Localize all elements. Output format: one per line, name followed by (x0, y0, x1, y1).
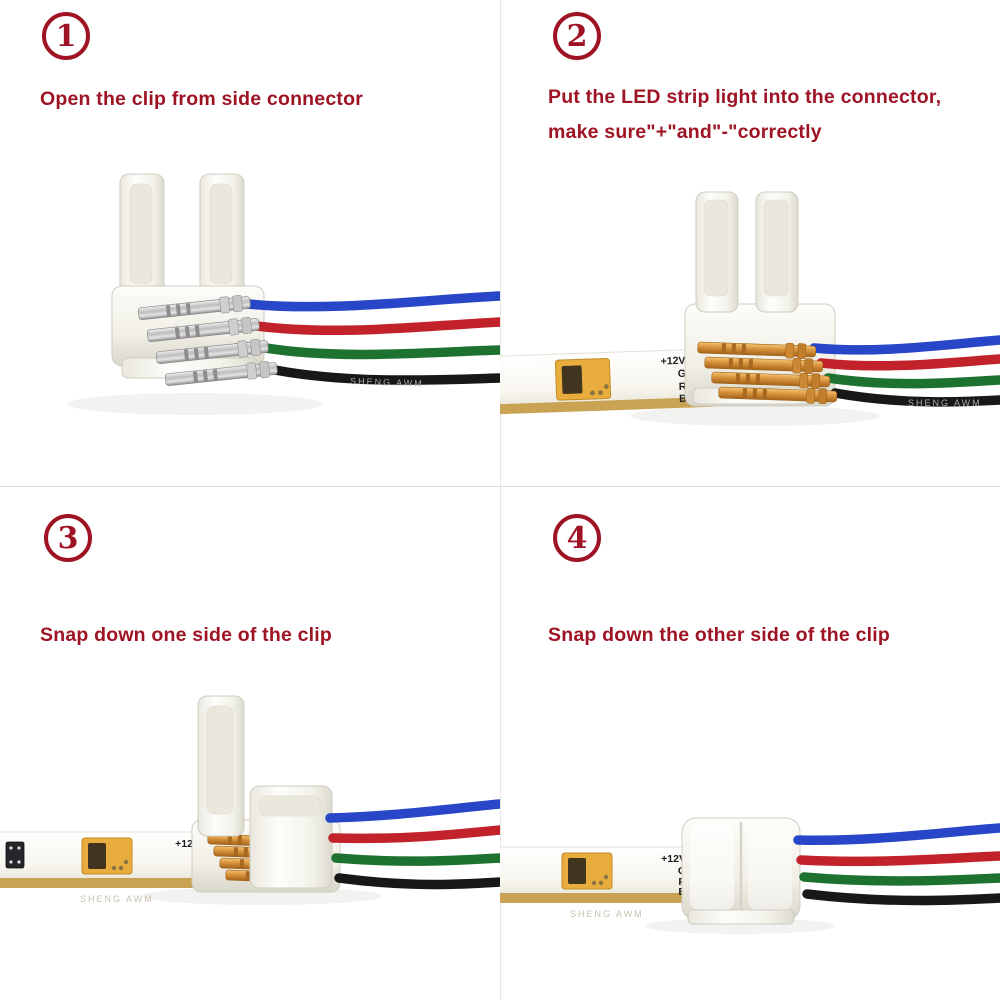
wire-red (796, 851, 1000, 867)
pad-label-b: B (679, 393, 687, 405)
connector-lip (687, 909, 795, 925)
strip-resistor (5, 841, 25, 869)
wire-blue (243, 291, 500, 312)
wire-green (331, 853, 500, 866)
strip-gold-edge (500, 893, 740, 903)
wires (793, 823, 1000, 906)
step-2-caption-line-2: make sure"+"and"-"correctly (548, 121, 822, 143)
step-1-number-badge: 1 (42, 12, 90, 60)
step-4-number-badge: 4 (553, 514, 601, 562)
step-3-caption-line: Snap down one side of the clip (40, 624, 333, 646)
strip-marking: SHENG AWM (80, 894, 154, 904)
clip-flap-right-slot (763, 199, 789, 297)
step-3-photo: +12V G R B (0, 695, 500, 905)
wire-black (802, 889, 1000, 906)
wire-green (823, 373, 1000, 389)
wire-black (830, 388, 1000, 407)
clip-side-down-detail (259, 795, 321, 817)
wires (325, 799, 500, 890)
shadow (67, 393, 323, 415)
led-chip (81, 837, 133, 875)
step-4-caption-line: Snap down the other side of the clip (548, 624, 890, 646)
connector-left-half-highlight (690, 824, 734, 910)
step-2-photo: +12V G R B SHENG AWM (500, 191, 1000, 426)
step-3-number-badge: 3 (44, 514, 92, 562)
wire-marking: SHENG AWM (350, 376, 424, 389)
crimp-pins-gold (697, 341, 838, 404)
connector-right-half-highlight (748, 824, 792, 910)
clip-flap-left-slot (703, 199, 729, 297)
step-3-caption: Snap down one side of the clip (40, 618, 332, 653)
wire-blue (809, 335, 1000, 355)
step-2-number-badge: 2 (553, 12, 601, 60)
wire-blue (793, 823, 1000, 845)
strip-marking: SHENG AWM (570, 909, 644, 919)
step-2-caption-line-1: Put the LED strip light into the connect… (548, 86, 942, 108)
step-4-photo: +12V G R B SHENG AWM (500, 817, 1000, 934)
wire-red (328, 825, 500, 844)
wire-black (334, 873, 500, 890)
step-1-number: 1 (55, 18, 77, 54)
wire-blue (325, 799, 500, 823)
pad-label-r: R (679, 381, 687, 393)
pad-label-12v: +12V (660, 355, 685, 368)
wire-green (261, 343, 500, 360)
clip-flap-left-slot (129, 183, 153, 285)
step-4-number: 4 (566, 520, 588, 556)
strip-gold-edge (500, 395, 738, 415)
wires: SHENG AWM (809, 335, 1000, 408)
wire-marking: SHENG AWM (908, 398, 982, 408)
crimp-pins-silver (137, 295, 278, 386)
step-3-number: 3 (57, 520, 79, 556)
wire-black (270, 365, 500, 385)
clip-flap-raised-slot (206, 705, 234, 815)
strip-gold-edge (0, 878, 240, 888)
pad-label-12v: +12V (661, 853, 686, 865)
step-1-caption: Open the clip from side connector (40, 82, 363, 117)
step-1-caption-line: Open the clip from side connector (40, 88, 363, 110)
wire-red (816, 354, 1000, 371)
step-2-caption: Put the LED strip light into the connect… (548, 80, 941, 150)
step-2-number: 2 (566, 18, 588, 54)
wire-green (799, 872, 1000, 886)
pad-labels: +12V G R B (660, 355, 687, 405)
connector-closed (681, 817, 801, 925)
wire-red (252, 317, 500, 336)
led-chip (554, 357, 612, 401)
step-4-caption: Snap down the other side of the clip (548, 618, 890, 653)
led-chip (561, 852, 613, 890)
step-1-photo: SHENG AWM (67, 173, 500, 415)
clip-flap-right-slot (209, 183, 233, 285)
pad-label-g: G (678, 368, 687, 380)
wires: SHENG AWM (243, 291, 500, 389)
shadow (630, 406, 880, 426)
vertical-divider (500, 0, 501, 1000)
